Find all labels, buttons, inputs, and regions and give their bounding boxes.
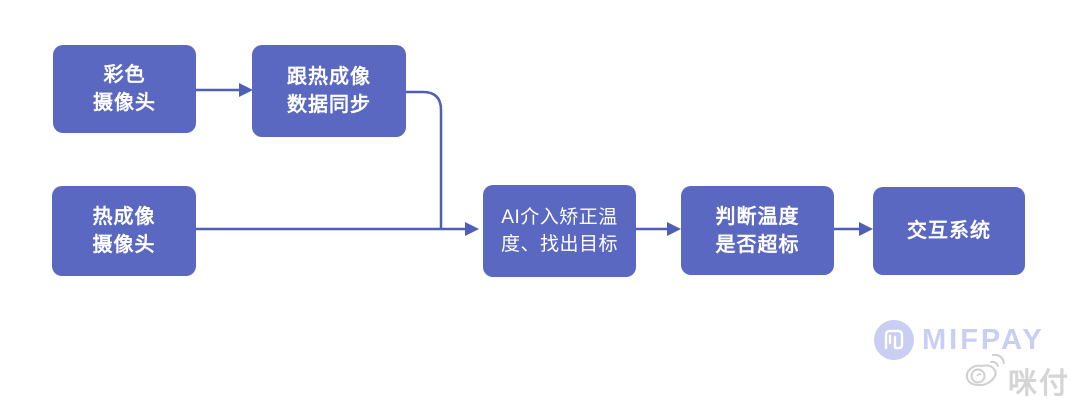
node-temperature-check: 判断温度 是否超标 — [681, 186, 834, 275]
node-label-line: 热成像 — [92, 206, 156, 228]
arrowhead-ai-to-check — [667, 222, 681, 236]
mifpay-logo-text: MIFPAY — [922, 324, 1045, 356]
arrowhead-color-to-sync — [239, 83, 253, 97]
arrowhead-thermal-to-ai — [465, 222, 479, 236]
weibo-watermark-text: 咪付 — [1008, 368, 1071, 400]
node-color-camera: 彩色 摄像头 — [53, 45, 196, 133]
connector-sync-elbow — [406, 90, 443, 228]
node-label-line: 度、找出目标 — [500, 234, 618, 255]
node-label-line: 摄像头 — [93, 92, 156, 114]
weibo-icon — [965, 353, 1005, 387]
arrowhead-check-to-system — [859, 222, 873, 236]
node-interaction-system: 交互系统 — [873, 187, 1025, 275]
mifpay-logo-icon — [874, 320, 914, 360]
mifpay-glyph-icon — [884, 329, 904, 350]
node-label-line: AI介入矫正温 — [501, 207, 618, 228]
node-thermal-camera: 热成像 摄像头 — [52, 186, 196, 276]
node-label-line: 彩色 — [103, 64, 146, 86]
node-label-line: 是否超标 — [715, 233, 800, 256]
node-ai-correction: AI介入矫正温 度、找出目标 — [483, 185, 636, 277]
node-label-line: 跟热成像 — [287, 66, 371, 88]
node-thermal-sync: 跟热成像 数据同步 — [252, 45, 406, 137]
node-label-line: 摄像头 — [92, 234, 156, 256]
node-label-line: 交互系统 — [907, 220, 991, 242]
node-label-line: 判断温度 — [715, 205, 800, 228]
node-label-line: 数据同步 — [287, 94, 371, 116]
